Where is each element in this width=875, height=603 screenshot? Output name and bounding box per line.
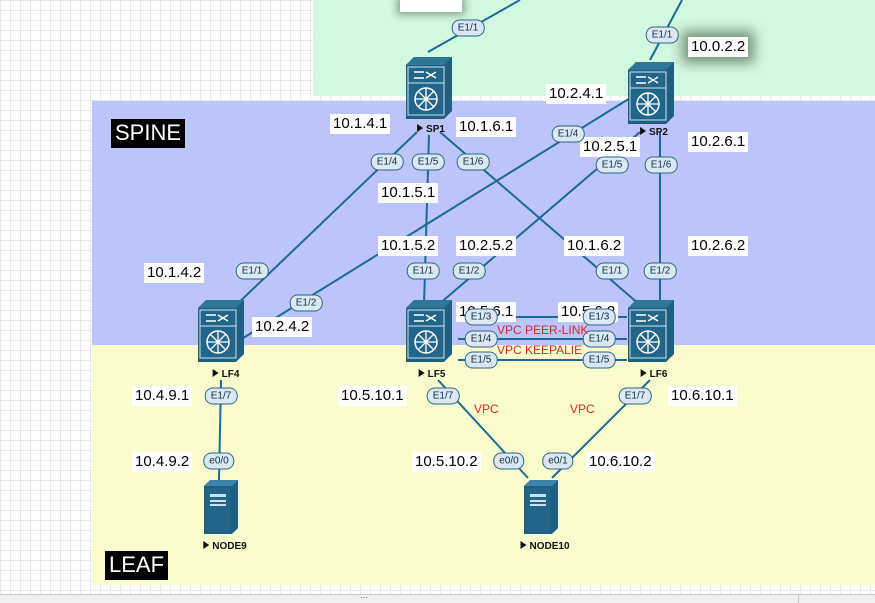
nexus-switch-icon [198,300,244,362]
port-badge[interactable]: E1/6 [644,156,678,174]
port-badge[interactable]: E1/1 [595,262,629,280]
sp2-label: SP2 [640,127,668,138]
node9-label: NODE9 [203,541,247,552]
port-badge[interactable]: E1/5 [464,351,498,369]
port-badge[interactable]: E1/1 [406,262,440,280]
leaf-zone-title: LEAF [105,551,169,580]
port-badge[interactable]: E1/4 [582,330,616,348]
ip-label: 10.5.10.2 [412,452,481,472]
nexus-switch-icon [406,57,452,119]
port-badge[interactable]: E1/3 [582,308,616,326]
device-lf6[interactable] [628,300,674,367]
ip-label: 10.5.10.1 [338,386,407,406]
port-badge[interactable]: E1/4 [370,153,404,171]
device-node10[interactable] [524,480,558,539]
ip-label: 10.1.4.1 [330,114,391,134]
ip-label: 10.6.10.2 [586,452,655,472]
ip-label: 10.1.4.2 [144,263,205,283]
port-badge[interactable]: E1/7 [426,387,460,405]
ip-label: 10.1.5.2 [378,236,439,256]
ip-label: 10.2.4.2 [252,317,313,337]
port-badge[interactable]: e0/1 [542,452,574,470]
device-sp2[interactable] [628,62,674,129]
port-badge[interactable]: E1/4 [551,125,585,143]
vpc-peer-link-note: VPC PEER-LINK [497,323,589,337]
ip-label: 10.1.6.2 [564,236,625,256]
port-badge[interactable]: E1/6 [456,153,490,171]
port-badge[interactable]: E1/4 [464,330,498,348]
port-badge[interactable]: E1/1 [645,26,679,44]
resize-grip-icon[interactable]: ··· [360,593,368,602]
lf6-label: LF6 [640,369,667,380]
node10-label: NODE10 [520,541,570,552]
nexus-switch-icon [628,300,674,362]
vpc-note-left: VPC [474,402,499,416]
ip-label: 10.4.9.1 [132,386,193,406]
server-icon [524,480,558,534]
port-badge[interactable]: E1/2 [452,262,486,280]
port-badge[interactable]: E1/2 [643,262,677,280]
vpc-note-right: VPC [570,402,595,416]
port-badge[interactable]: E1/7 [618,387,652,405]
ip-label: 10.2.4.1 [546,84,607,104]
port-badge[interactable]: E1/1 [451,19,485,37]
horizontal-scrollbar[interactable] [798,595,875,603]
device-sp1[interactable] [406,57,452,124]
ip-label: 10.1.5.1 [378,183,439,203]
ip-label: 10.2.5.2 [456,236,517,256]
nexus-switch-icon [406,300,452,362]
port-badge[interactable]: E1/7 [204,387,238,405]
port-badge[interactable]: E1/5 [595,156,629,174]
port-badge[interactable]: E1/2 [289,294,323,312]
ip-label: 10.4.9.2 [132,452,193,472]
device-lf4[interactable] [198,300,244,367]
ip-label: 10.1.6.1 [456,117,517,137]
sp1-label: SP1 [417,124,445,135]
spine-zone-title: SPINE [111,119,186,148]
ip-label: 10.0.2.2 [688,37,749,57]
port-badge[interactable]: E1/3 [464,308,498,326]
device-node9[interactable] [204,480,238,539]
upstream-box [400,0,462,12]
vpc-keepalive-note: VPC KEEPALIE [497,343,583,357]
port-badge[interactable]: E1/5 [582,351,616,369]
ip-label: 10.2.6.1 [688,132,749,152]
port-badge[interactable]: E1/5 [411,153,445,171]
ip-label: 10.2.6.2 [688,236,749,256]
port-badge[interactable]: E1/1 [235,262,269,280]
status-bar: ··· [0,594,875,603]
port-badge[interactable]: e0/0 [493,452,525,470]
nexus-switch-icon [628,62,674,124]
device-lf5[interactable] [406,300,452,367]
server-icon [204,480,238,534]
ip-label: 10.2.5.1 [580,137,641,157]
lf4-label: LF4 [212,369,239,380]
lf5-label: LF5 [418,369,445,380]
port-badge[interactable]: e0/0 [203,452,235,470]
ip-label: 10.6.10.1 [668,386,737,406]
